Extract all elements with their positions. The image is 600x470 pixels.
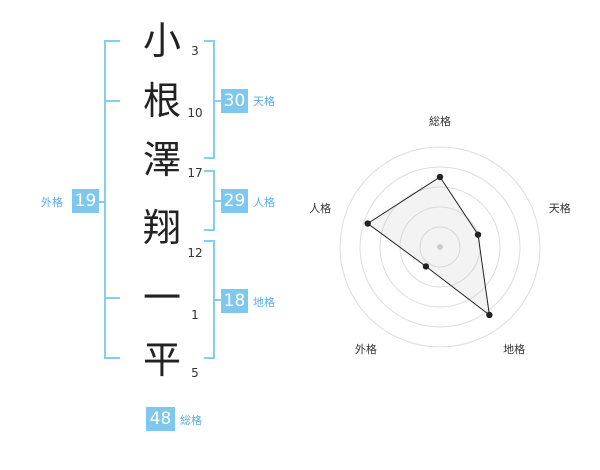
chikaku-value: 18 (221, 289, 248, 313)
radar-grid-ring-4 (359, 166, 521, 328)
stroke-count-2: 10 (187, 106, 203, 120)
radar-point-1 (436, 173, 444, 181)
radar-point-5 (364, 220, 371, 227)
soukaku-value: 48 (146, 407, 175, 431)
radar-grid-ring-1 (419, 226, 461, 268)
radar-point-2 (474, 231, 482, 238)
tenkaku-bracket (204, 40, 215, 159)
tenkaku-value: 30 (221, 89, 248, 113)
chikaku-label: 地格 (253, 296, 275, 309)
radar-grid (339, 146, 541, 348)
radar-grid-ring-5 (339, 146, 541, 348)
stroke-count-1: 3 (191, 44, 199, 58)
jinkaku-value: 29 (221, 189, 248, 213)
tenkaku-label: 天格 (253, 95, 275, 108)
radar-axis-label-5: 人格 (309, 201, 331, 215)
soukaku-label: 総格 (180, 414, 202, 427)
gaikaku-value: 19 (72, 189, 99, 213)
name-char-3: 澤 (142, 138, 181, 182)
radar-grid-ring-3 (379, 186, 501, 308)
radar-axis-label-3: 地格 (503, 342, 525, 356)
name-char-5: 一 (142, 276, 181, 320)
radar-point-3 (486, 311, 493, 319)
name-char-2: 根 (142, 79, 181, 123)
bracket-lines (97, 40, 221, 359)
radar-axis-label-1: 総格 (429, 114, 451, 128)
radar-data-points (364, 173, 493, 319)
stroke-count-3: 17 (187, 166, 203, 180)
gaikaku-label: 外格 (41, 196, 63, 209)
stroke-count-4: 12 (187, 246, 203, 260)
name-char-4: 翔 (142, 206, 181, 250)
stroke-count-6: 5 (191, 366, 199, 380)
radar-center-dot (437, 244, 443, 250)
radar-data-area (366, 176, 491, 317)
name-char-6: 平 (142, 338, 181, 382)
radar-axis-label-2: 天格 (549, 201, 571, 215)
radar-axis-label-4: 外格 (355, 342, 377, 356)
radar-point-4 (422, 263, 430, 270)
name-char-1: 小 (142, 19, 181, 63)
stroke-count-5: 1 (191, 308, 199, 322)
jinkaku-label: 人格 (253, 196, 275, 209)
gaikaku-bracket (104, 40, 120, 359)
